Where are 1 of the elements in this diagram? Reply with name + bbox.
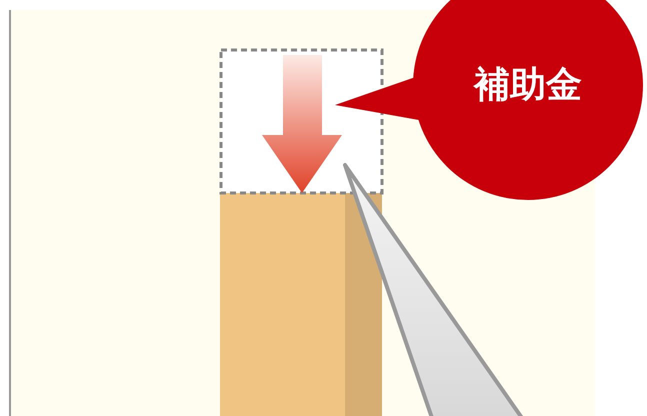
callout-pointer — [343, 163, 524, 416]
